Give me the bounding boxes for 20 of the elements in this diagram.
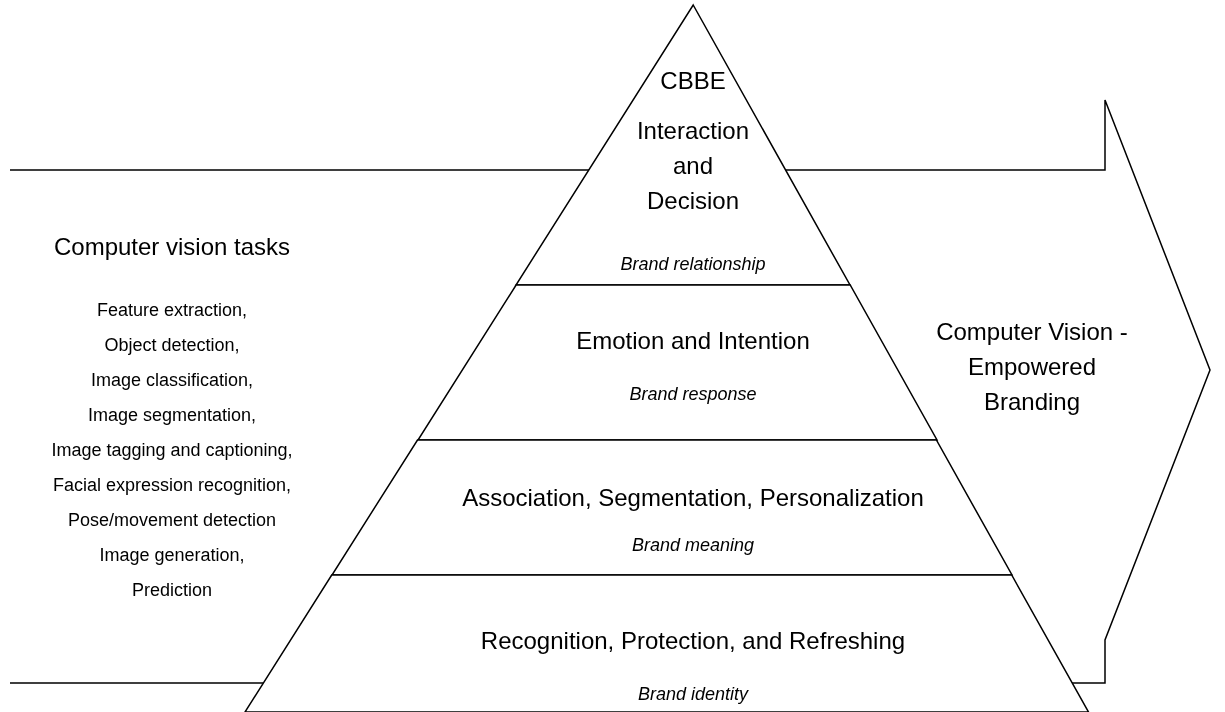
task-item: Image segmentation, [86,404,258,427]
tier-subtitle: Brand meaning [630,534,756,557]
task-item: Facial expression recognition, [51,474,293,497]
task-item: Object detection, [103,334,241,357]
tier-title: Recognition, Protection, and Refreshing [479,626,907,656]
tier-title: Interaction and Decision [635,116,750,216]
heading: Computer vision tasks [52,232,292,262]
tier-subtitle: Brand relationship [619,253,767,276]
task-item: Pose/movement detection [66,509,278,532]
heading: Computer Vision - Empowered Branding [935,317,1129,417]
task-item: Prediction [130,579,213,602]
tier-subtitle: Brand response [628,383,758,406]
task-item: Feature extraction, [95,299,249,322]
tier-title: Emotion and Intention [575,326,811,356]
tier-subtitle: Brand identity [636,683,750,706]
task-item: Image tagging and captioning, [50,439,294,462]
tier-title: CBBE [659,66,727,96]
task-item: Image generation, [98,544,246,567]
tier-title: Association, Segmentation, Personalization [461,483,925,513]
task-item: Image classification, [89,369,255,392]
